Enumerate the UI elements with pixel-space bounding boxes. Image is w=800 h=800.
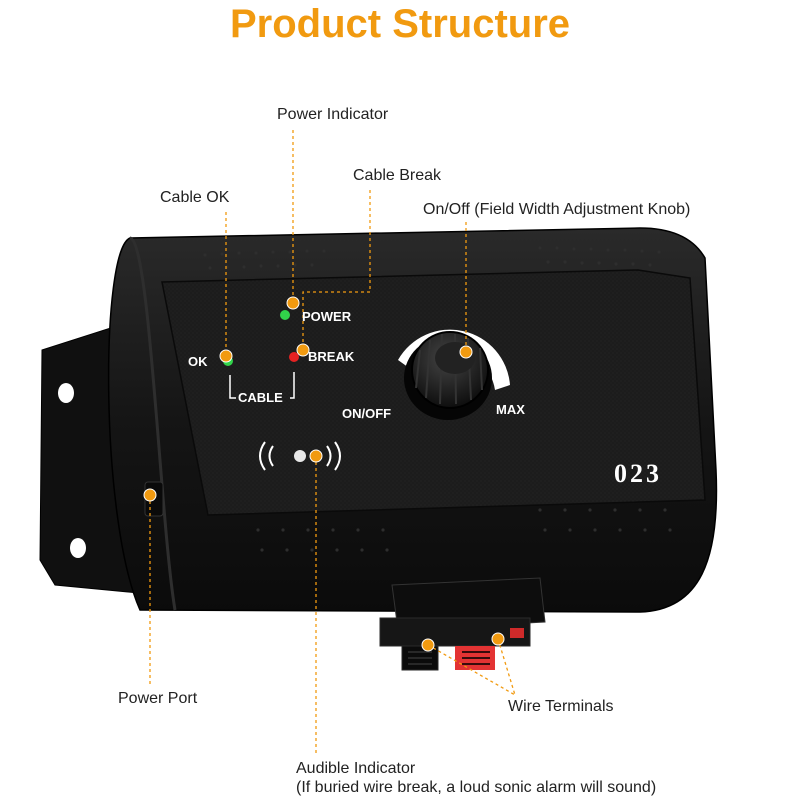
bottom-vents: [256, 508, 672, 552]
wire-terminals-callout: Wire Terminals: [508, 698, 614, 715]
page-title: Product Structure: [229, 2, 571, 46]
mount-hole: [70, 538, 86, 558]
cable-label: CABLE: [238, 390, 283, 405]
ok-label: OK: [188, 354, 208, 369]
cable-break-callout: Cable Break: [353, 167, 442, 184]
wire-terminal-block: [379, 577, 546, 671]
cable-bracket: [229, 375, 236, 399]
power-indicator-callout: Power Indicator: [277, 106, 389, 123]
top-vents: [203, 246, 661, 270]
cable-ok-callout: Cable OK: [160, 189, 230, 206]
device-body: [107, 227, 718, 613]
model-number: 023: [614, 459, 662, 488]
power-label: POWER: [302, 309, 352, 324]
audible-indicator-callout: Audible Indicator: [296, 760, 416, 777]
leader-lines: [149, 130, 516, 755]
break-led: [289, 352, 299, 362]
power-port-callout: Power Port: [118, 690, 198, 707]
power-led: [280, 310, 290, 320]
mount-hole: [58, 383, 74, 403]
knob-callout: On/Off (Field Width Adjustment Knob): [423, 201, 691, 218]
buzzer-light: [294, 450, 306, 462]
onoff-label: ON/OFF: [342, 406, 391, 421]
break-label: BREAK: [308, 349, 355, 364]
audible-indicator-note: (If buried wire break, a loud sonic alar…: [296, 779, 657, 796]
sound-waves-icon: [259, 441, 341, 471]
callout-markers: [143, 296, 505, 652]
max-label: MAX: [496, 402, 525, 417]
